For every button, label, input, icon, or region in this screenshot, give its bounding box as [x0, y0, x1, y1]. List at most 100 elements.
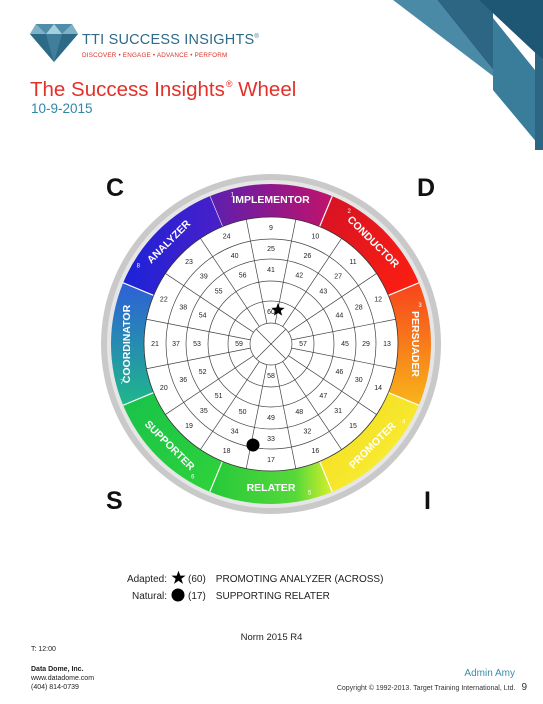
quadrant-letter-d: D: [417, 174, 436, 202]
position-number-45: 45: [341, 341, 349, 348]
position-number-44: 44: [335, 313, 343, 320]
grid-spoke: [200, 238, 260, 327]
company-name: Data Dome, Inc.: [31, 666, 84, 673]
position-number-9: 9: [269, 225, 273, 232]
grid-spoke: [245, 364, 268, 469]
segment-label-implementor: IMPLEMENTOR: [232, 194, 310, 206]
segment-promoter: [319, 392, 419, 492]
position-number-15: 15: [349, 423, 357, 430]
position-number-50: 50: [239, 409, 247, 416]
position-number-57: 57: [299, 341, 307, 348]
segment-divider: [319, 461, 333, 493]
segment-label-persuader: PERSUADER: [409, 311, 421, 377]
corner-decoration: [393, 0, 543, 150]
position-number-31: 31: [334, 408, 342, 415]
position-number-21: 21: [151, 341, 159, 348]
segment-label-coordinator: COORDINATOR: [121, 304, 133, 383]
segment-number: 5: [308, 491, 312, 497]
segment-number: 8: [137, 263, 141, 269]
position-number-14: 14: [374, 385, 382, 392]
segment-persuader: [388, 282, 431, 406]
logo-tagline: DISCOVER • ENGAGE • ADVANCE • PERFORM: [82, 52, 228, 59]
grid-spoke: [165, 273, 254, 333]
star-icon: [170, 570, 186, 588]
position-number-17: 17: [267, 457, 275, 464]
segment-label-relater: RELATER: [247, 482, 296, 494]
grid-spoke: [282, 238, 342, 327]
position-number-11: 11: [349, 259, 356, 266]
position-number-49: 49: [267, 415, 275, 422]
position-number-27: 27: [334, 274, 342, 281]
page-number: 9: [521, 682, 527, 693]
report-date: 10-9-2015: [31, 101, 93, 116]
position-number-35: 35: [200, 408, 208, 415]
adapted-star-marker: [271, 303, 285, 316]
segment-number: 6: [191, 474, 195, 480]
grid-spoke: [291, 347, 396, 370]
legend-natural: Natural: (17) SUPPORTING RELATER: [125, 588, 330, 604]
logo-wordmark: TTI SUCCESS INSIGHTS®: [82, 32, 260, 48]
segment-divider: [122, 282, 154, 296]
position-number-48: 48: [295, 409, 303, 416]
segment-number: 3: [418, 303, 422, 309]
position-number-51: 51: [215, 393, 223, 400]
segment-coordinator: [110, 282, 154, 406]
user-name: Admin Amy: [464, 668, 515, 679]
position-number-46: 46: [335, 369, 343, 376]
grid-ring: [185, 258, 357, 430]
company-website: www.datadome.com: [31, 675, 95, 682]
grid-spoke: [165, 355, 254, 415]
segment-number: 4: [402, 420, 406, 426]
grid-ring: [165, 238, 377, 450]
dot-icon: [170, 588, 186, 605]
legend-adapted: Adapted: (60) PROMOTING ANALYZER (ACROSS…: [125, 570, 384, 588]
position-number-36: 36: [179, 377, 187, 384]
position-number-13: 13: [383, 341, 391, 348]
position-number-28: 28: [355, 304, 363, 311]
position-number-30: 30: [355, 377, 363, 384]
grid-ring: [249, 322, 293, 366]
legend-natural-label: Natural:: [131, 590, 167, 602]
position-number-12: 12: [374, 296, 382, 303]
segment-divider: [319, 195, 333, 227]
grid-spoke: [282, 361, 342, 450]
position-number-29: 29: [362, 341, 370, 348]
plot-markers: [246, 303, 285, 452]
legend-natural-score: (17): [188, 590, 206, 602]
segment-supporter: [123, 392, 223, 492]
segment-number: 2: [347, 209, 351, 215]
position-number-54: 54: [199, 313, 207, 320]
position-number-34: 34: [231, 429, 239, 436]
segment-number: 7: [120, 380, 124, 386]
position-number-53: 53: [193, 341, 201, 348]
position-number-42: 42: [295, 272, 303, 279]
page-title: The Success Insights® Wheel: [30, 78, 297, 101]
natural-dot-marker: [246, 438, 260, 452]
position-number-52: 52: [199, 369, 207, 376]
segment-divider: [209, 461, 223, 493]
time-label: T: 12:00: [31, 646, 56, 653]
position-number-23: 23: [185, 259, 193, 266]
legend-adapted-style: PROMOTING ANALYZER (ACROSS): [215, 573, 384, 585]
segment-conductor: [319, 196, 419, 296]
grid-spoke: [200, 361, 260, 450]
position-number-20: 20: [160, 385, 168, 392]
style-segments: [110, 184, 431, 504]
segment-divider: [388, 392, 420, 406]
position-number-56: 56: [239, 272, 247, 279]
position-number-16: 16: [311, 448, 319, 455]
position-number-26: 26: [303, 253, 311, 260]
copyright-text: Copyright © 1992-2013. Target Training I…: [336, 685, 516, 692]
legend-adapted-score: (60): [188, 573, 206, 585]
legend-natural-style: SUPPORTING RELATER: [215, 590, 330, 602]
quadrant-letter-c: C: [106, 174, 125, 202]
position-number-25: 25: [267, 246, 275, 253]
gem-logo-icon: [30, 24, 78, 62]
company-phone: (404) 814-0739: [31, 684, 79, 691]
tti-logo: TTI SUCCESS INSIGHTS® DISCOVER • ENGAGE …: [30, 22, 259, 74]
segment-relater: [209, 461, 333, 504]
position-number-59: 59: [235, 341, 243, 348]
position-number-40: 40: [231, 253, 239, 260]
position-number-47: 47: [319, 393, 327, 400]
